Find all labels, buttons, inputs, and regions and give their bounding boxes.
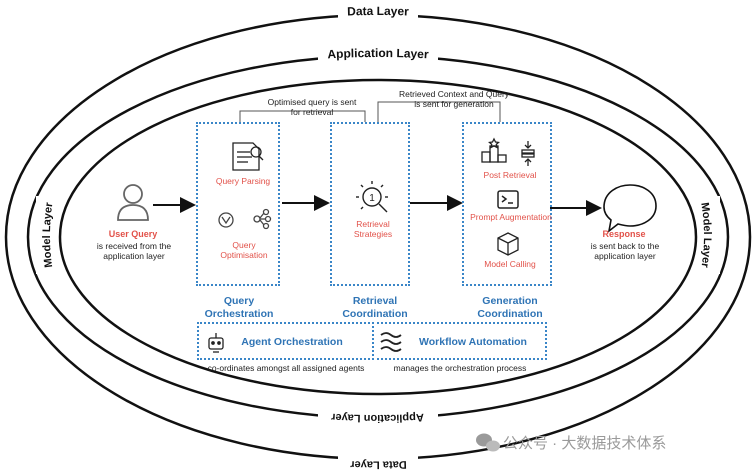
svg-text:Model Layer: Model Layer (698, 202, 713, 269)
query-parsing-label: Query Parsing (215, 176, 271, 186)
optimised-query-note: Optimised query is sent for retrieval (267, 97, 357, 118)
workflow-automation-desc: manages the orchestration process (393, 363, 527, 373)
retrieval-strategies-label: Retrieval Strategies (353, 219, 393, 240)
compress-icon (521, 141, 535, 166)
retrieval-coordination-box (330, 122, 410, 286)
response-desc: is sent back to the application layer (590, 241, 660, 262)
model-cube-icon (497, 232, 519, 256)
workflow-automation-label: Workflow Automation (419, 336, 527, 348)
application-layer-label-bottom: Application Layer (330, 411, 424, 424)
agent-orchestration-desc: co-ordinates amongst all assigned agents (207, 363, 365, 373)
retrieved-note-bracket (377, 101, 501, 122)
svg-text:Data Layer: Data Layer (347, 4, 409, 19)
optimisation-cycle-icon (218, 212, 234, 228)
wechat-icon (476, 433, 500, 452)
data-layer-label-top: Data Layer (347, 4, 409, 19)
watermark-text: 公众号 · 大数据技术体系 (503, 435, 667, 452)
waves-icon (380, 332, 402, 352)
retrieval-search-icon (356, 181, 388, 213)
svg-text:Model Layer: Model Layer (41, 201, 56, 268)
svg-text:Application Layer: Application Layer (327, 46, 429, 61)
terminal-icon (497, 190, 519, 209)
model-layer-ring (58, 78, 698, 396)
retrieved-context-note: Retrieved Context and Query is sent for … (398, 89, 510, 110)
document-search-icon (232, 142, 264, 171)
query-optimisation-label: Query Optimisation (220, 240, 268, 261)
retrieval-rank-digit: 1 (369, 193, 375, 204)
retrieval-coordination-caption: Retrieval Coordination (342, 295, 408, 320)
podium-icon (481, 137, 507, 163)
speech-bubble-icon (603, 184, 657, 233)
model-layer-label-right: Model Layer (698, 202, 713, 269)
generation-coordination-caption: Generation Coordination (477, 295, 543, 320)
agent-orchestration-label: Agent Orchestration (241, 336, 343, 348)
model-calling-label: Model Calling (484, 259, 536, 269)
query-orchestration-caption: Query Orchestration (204, 295, 274, 320)
svg-text:Application Layer: Application Layer (330, 411, 424, 424)
robot-icon (208, 333, 224, 353)
optimised-note-bracket (239, 110, 366, 122)
query-orchestration-box (196, 122, 280, 286)
workflow-automation-box (372, 322, 547, 360)
prompt-augmentation-label: Prompt Augmentation (470, 212, 552, 222)
data-layer-label-bottom: Data Layer (349, 458, 406, 470)
user-icon (117, 184, 149, 221)
user-query-desc: is received from the application layer (96, 241, 172, 262)
application-layer-label-top: Application Layer (327, 46, 429, 61)
response-title: Response (602, 229, 646, 239)
post-retrieval-label: Post Retrieval (483, 170, 537, 180)
svg-text:Data Layer: Data Layer (349, 458, 406, 470)
generation-coordination-box (462, 122, 552, 286)
user-query-title: User Query (108, 229, 158, 239)
model-layer-label-left: Model Layer (41, 201, 56, 268)
network-icon (253, 208, 272, 230)
